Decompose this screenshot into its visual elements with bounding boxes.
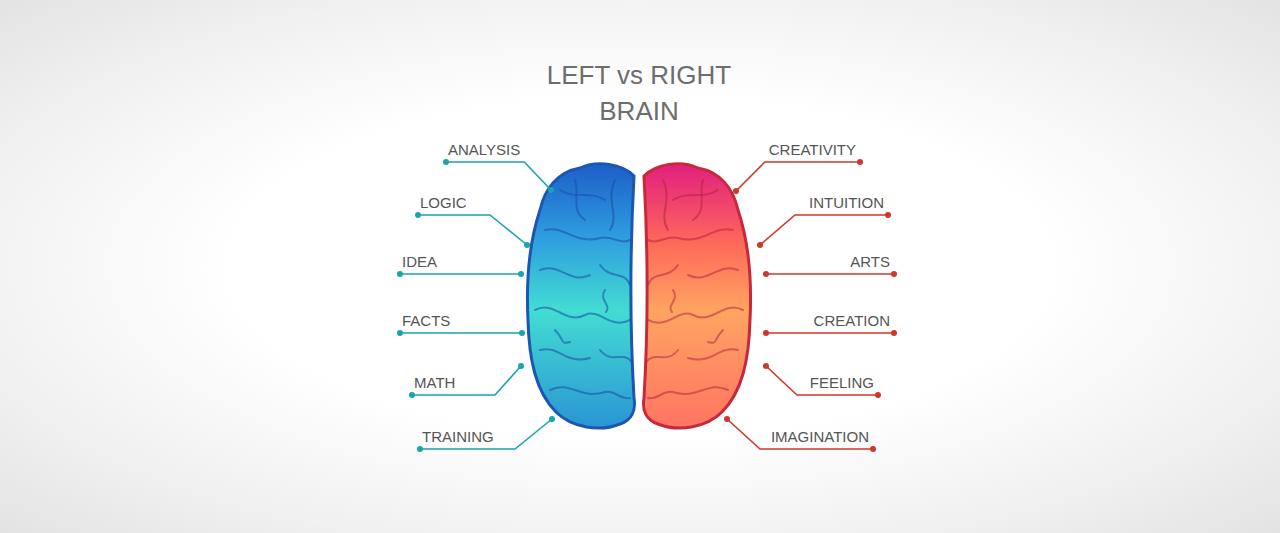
leader-dot bbox=[763, 271, 769, 277]
callout-label: ANALYSIS bbox=[448, 141, 520, 159]
leader-dot bbox=[397, 271, 403, 277]
leader-dot bbox=[417, 446, 423, 452]
leader-dot bbox=[548, 187, 554, 193]
leader-line bbox=[415, 212, 530, 248]
leader-lines bbox=[397, 159, 897, 452]
leader-dot bbox=[891, 330, 897, 336]
right-hemisphere bbox=[644, 164, 751, 428]
leader-dot bbox=[409, 392, 415, 398]
leader-dot bbox=[443, 159, 449, 165]
callout-label: FEELING bbox=[810, 374, 874, 392]
leader-path bbox=[412, 366, 521, 395]
callout-label: LOGIC bbox=[420, 194, 467, 212]
leader-path bbox=[400, 273, 521, 275]
leader-line bbox=[757, 212, 891, 248]
callout-label: TRAINING bbox=[422, 428, 494, 446]
leader-dot bbox=[519, 330, 525, 336]
leader-line bbox=[733, 159, 863, 194]
callout-label: IMAGINATION bbox=[771, 428, 869, 446]
leader-line bbox=[397, 330, 525, 336]
hemisphere-shape bbox=[528, 164, 635, 428]
leader-path bbox=[418, 215, 527, 245]
leader-dot bbox=[885, 212, 891, 218]
leader-dot bbox=[763, 363, 769, 369]
brain-folds bbox=[535, 180, 632, 398]
left-hemisphere bbox=[528, 164, 635, 428]
callout-label: MATH bbox=[414, 374, 455, 392]
leader-dot bbox=[763, 330, 769, 336]
leader-line bbox=[443, 159, 554, 193]
diagram-title: LEFT vs RIGHT BRAIN bbox=[539, 57, 739, 129]
leader-line bbox=[397, 271, 524, 277]
brain-folds bbox=[646, 180, 743, 398]
leader-line bbox=[763, 271, 897, 277]
leader-dot bbox=[870, 446, 876, 452]
leader-dot bbox=[518, 363, 524, 369]
leader-dot bbox=[733, 188, 739, 194]
callout-label: CREATIVITY bbox=[769, 141, 856, 159]
leader-dot bbox=[875, 392, 881, 398]
callout-label: ARTS bbox=[850, 253, 890, 271]
hemisphere-shape bbox=[644, 164, 751, 428]
leader-path bbox=[400, 332, 522, 334]
callout-label: CREATION bbox=[814, 312, 890, 330]
leader-dot bbox=[518, 271, 524, 277]
leader-dot bbox=[891, 271, 897, 277]
leader-dot bbox=[857, 159, 863, 165]
leader-line bbox=[417, 416, 555, 452]
callout-label: INTUITION bbox=[809, 194, 884, 212]
leader-line bbox=[763, 330, 897, 336]
callout-label: FACTS bbox=[402, 312, 450, 330]
leader-path bbox=[766, 366, 878, 395]
leader-path bbox=[766, 332, 894, 334]
leader-line bbox=[763, 363, 881, 398]
leader-dot bbox=[724, 416, 730, 422]
leader-path bbox=[446, 162, 551, 190]
leader-path bbox=[766, 273, 894, 275]
leader-dot bbox=[415, 212, 421, 218]
leader-path bbox=[760, 215, 888, 245]
leader-line bbox=[724, 416, 876, 452]
leader-path bbox=[420, 419, 552, 449]
leader-path bbox=[736, 162, 860, 191]
leader-dot bbox=[757, 242, 763, 248]
leader-dot bbox=[549, 416, 555, 422]
leader-dot bbox=[397, 330, 403, 336]
callout-label: IDEA bbox=[402, 253, 437, 271]
leader-dot bbox=[524, 242, 530, 248]
leader-path bbox=[727, 419, 873, 449]
leader-line bbox=[409, 363, 524, 398]
